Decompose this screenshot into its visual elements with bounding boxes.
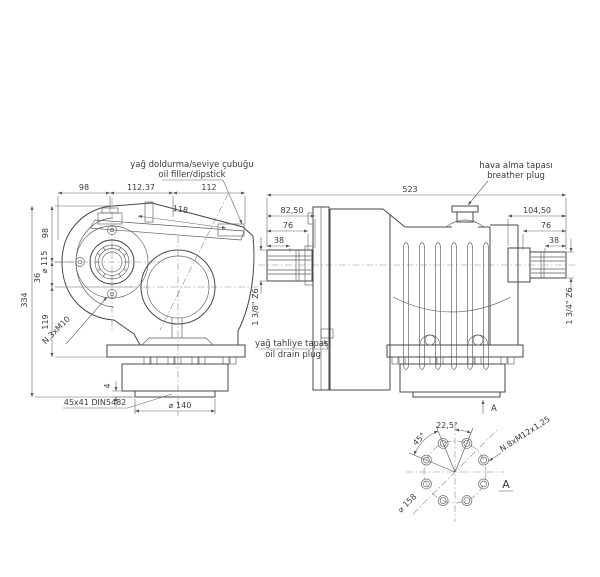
detail-dimensions: 22,5° 45° N.8xM12x1,25 ⌀ 158 A	[396, 415, 552, 515]
centerlines	[54, 193, 260, 416]
dim-119: 119	[41, 314, 50, 329]
dim-bore-115: ⌀ 115	[40, 251, 49, 274]
side-foot	[386, 334, 524, 398]
dipstick-boss	[217, 223, 245, 237]
dim-45deg: 45°	[411, 431, 427, 447]
oil-drain-label-en: oil drain plug	[265, 350, 321, 360]
dim-523: 523	[402, 185, 417, 194]
dim-112-37: 112.37	[127, 183, 155, 192]
dim-140: ⌀ 140	[169, 401, 192, 410]
dim-118: 118	[172, 204, 188, 215]
dim-334: 334	[20, 292, 29, 307]
cover-plate	[307, 206, 330, 391]
flange-detail-view: 22,5° 45° N.8xM12x1,25 ⌀ 158 A	[396, 415, 552, 522]
front-foot	[106, 344, 246, 398]
note-n8xm12: N.8xM12x1,25	[498, 415, 552, 454]
dim-4: 4	[103, 383, 112, 388]
dim-38-right: 38	[549, 236, 559, 245]
dim-98-top: 98	[79, 183, 89, 192]
spec-shaft-left: 1 3/8" Z6	[251, 288, 260, 325]
output-shaft	[507, 247, 567, 283]
dim-22-5deg: 22,5°	[436, 421, 458, 430]
side-dimensions: 523 82,50 76 38 1 3/8" Z6 104,50 76 38 1…	[251, 185, 574, 414]
view-a-label: A	[502, 478, 510, 491]
oil-drain-plug	[320, 328, 334, 339]
radial-lines	[408, 425, 474, 473]
oil-filler-label-tr: yağ doldurma/seviye çubuğu	[130, 160, 253, 170]
dim-36: 36	[33, 273, 42, 283]
cooling-fins	[403, 242, 489, 370]
oil-filler-label-en: oil filler/dipstick	[158, 170, 225, 180]
dim-104-50: 104,50	[523, 206, 551, 215]
dim-76-left: 76	[283, 221, 293, 230]
gear-body	[313, 208, 519, 391]
top-cover	[89, 219, 245, 241]
callout-labels: yağ doldurma/seviye çubuğu oil filler/di…	[130, 160, 552, 360]
bolt-circle	[423, 440, 487, 504]
dim-158: ⌀ 158	[396, 492, 418, 514]
breather-plug	[445, 205, 485, 228]
dim-82-50: 82,50	[281, 206, 304, 215]
front-view: 98 112.37 112 118 98 ⌀ 115 36 119 334 N.…	[20, 183, 260, 416]
breather-label-tr: hava alma tapası	[479, 161, 552, 171]
oil-drain-label-tr: yağ tahliye tapası	[255, 339, 331, 349]
dim-98-left: 98	[41, 228, 50, 238]
flange-holes	[421, 438, 489, 506]
dim-112: 112	[201, 183, 216, 192]
pedestal	[141, 318, 214, 346]
front-dimensions: 98 112.37 112 118 98 ⌀ 115 36 119 334 N.…	[20, 183, 246, 414]
side-view: 523 82,50 76 38 1 3/8" Z6 104,50 76 38 1…	[251, 185, 578, 414]
breather-label-en: breather plug	[487, 171, 545, 181]
front-bolt-holes	[75, 225, 117, 299]
spec-shaft-right: 1 3/4" Z6	[565, 287, 574, 324]
input-bearing	[75, 225, 149, 299]
input-shaft	[266, 245, 314, 286]
dim-76-right: 76	[541, 221, 551, 230]
dim-38-left: 38	[274, 236, 284, 245]
output-bore	[140, 249, 216, 325]
note-din5482: 45x41 DIN5482	[64, 398, 127, 407]
spline-ticks	[95, 245, 129, 279]
section-arrow-label: A	[491, 404, 497, 414]
